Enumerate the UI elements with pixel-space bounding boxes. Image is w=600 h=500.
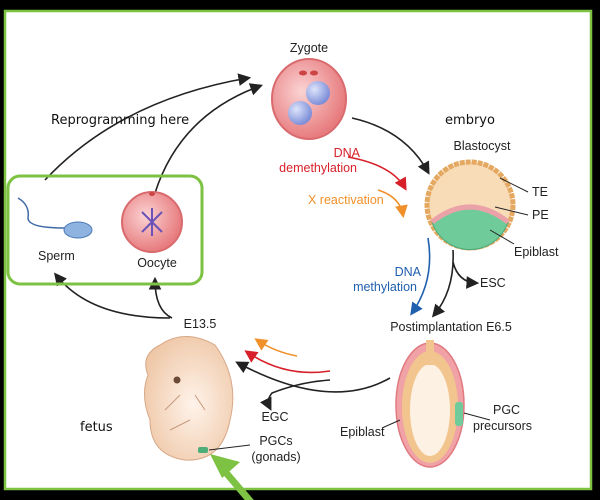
epiblast-blastocyst-label: Epiblast xyxy=(514,245,559,259)
dna-demethylation-label-2: demethylation xyxy=(279,161,357,175)
egc-label: EGC xyxy=(261,410,288,424)
demethylation-arrow xyxy=(347,156,407,191)
sperm xyxy=(17,197,93,239)
zygote xyxy=(271,58,347,140)
egg-cylinder xyxy=(395,340,465,468)
gametes-highlight-box xyxy=(6,174,204,286)
orange-return-arrow xyxy=(254,338,298,357)
blastocyst-to-postimplantation-arrow xyxy=(431,249,454,318)
zygote-label: Zygote xyxy=(290,41,328,55)
oocyte xyxy=(121,191,183,253)
blastocyst xyxy=(424,159,516,251)
sperm-to-zygote-arrow xyxy=(44,73,252,181)
gonads xyxy=(198,447,208,453)
red-return-arrow xyxy=(244,350,331,374)
blastocyst-to-esc-arrow xyxy=(452,261,480,289)
x-reactivation-arrow xyxy=(377,189,408,219)
to-egc-arrow xyxy=(259,379,331,411)
te-label: TE xyxy=(532,185,548,199)
postimplantation-to-fetus-arrow xyxy=(235,361,391,393)
methylation-arrow xyxy=(410,237,431,316)
postimplantation-label: Postimplantation E6.5 xyxy=(390,320,512,334)
x-reactivation-label: X reactivation xyxy=(308,193,384,207)
dna-methylation-label-1: DNA xyxy=(395,265,422,279)
pgc-precursors-label-1: PGC xyxy=(493,403,520,417)
pgcs-label-1: PGCs xyxy=(259,434,292,448)
blastocyst-label: Blastocyst xyxy=(454,139,511,153)
embryo-annotation: embryo xyxy=(445,113,495,128)
zygote-to-blastocyst-arrow xyxy=(351,117,430,175)
green-pointer-arrow xyxy=(210,454,254,500)
epiblast-post-label: Epiblast xyxy=(340,425,385,439)
oocyte-label: Oocyte xyxy=(137,256,177,270)
pe-label: PE xyxy=(532,208,549,222)
dna-demethylation-label-1: DNA xyxy=(334,146,361,160)
fetus-annotation: fetus xyxy=(80,420,113,435)
sperm-label: Sperm xyxy=(38,249,75,263)
reprogramming-annotation: Reprogramming here xyxy=(51,113,189,128)
e135-label: E13.5 xyxy=(184,317,217,331)
dna-methylation-label-2: methylation xyxy=(353,280,417,294)
pgc-precursors-label-2: precursors xyxy=(473,419,532,433)
fetus xyxy=(144,336,234,461)
esc-label: ESC xyxy=(480,276,506,290)
pgcs-label-2: (gonads) xyxy=(251,450,300,464)
